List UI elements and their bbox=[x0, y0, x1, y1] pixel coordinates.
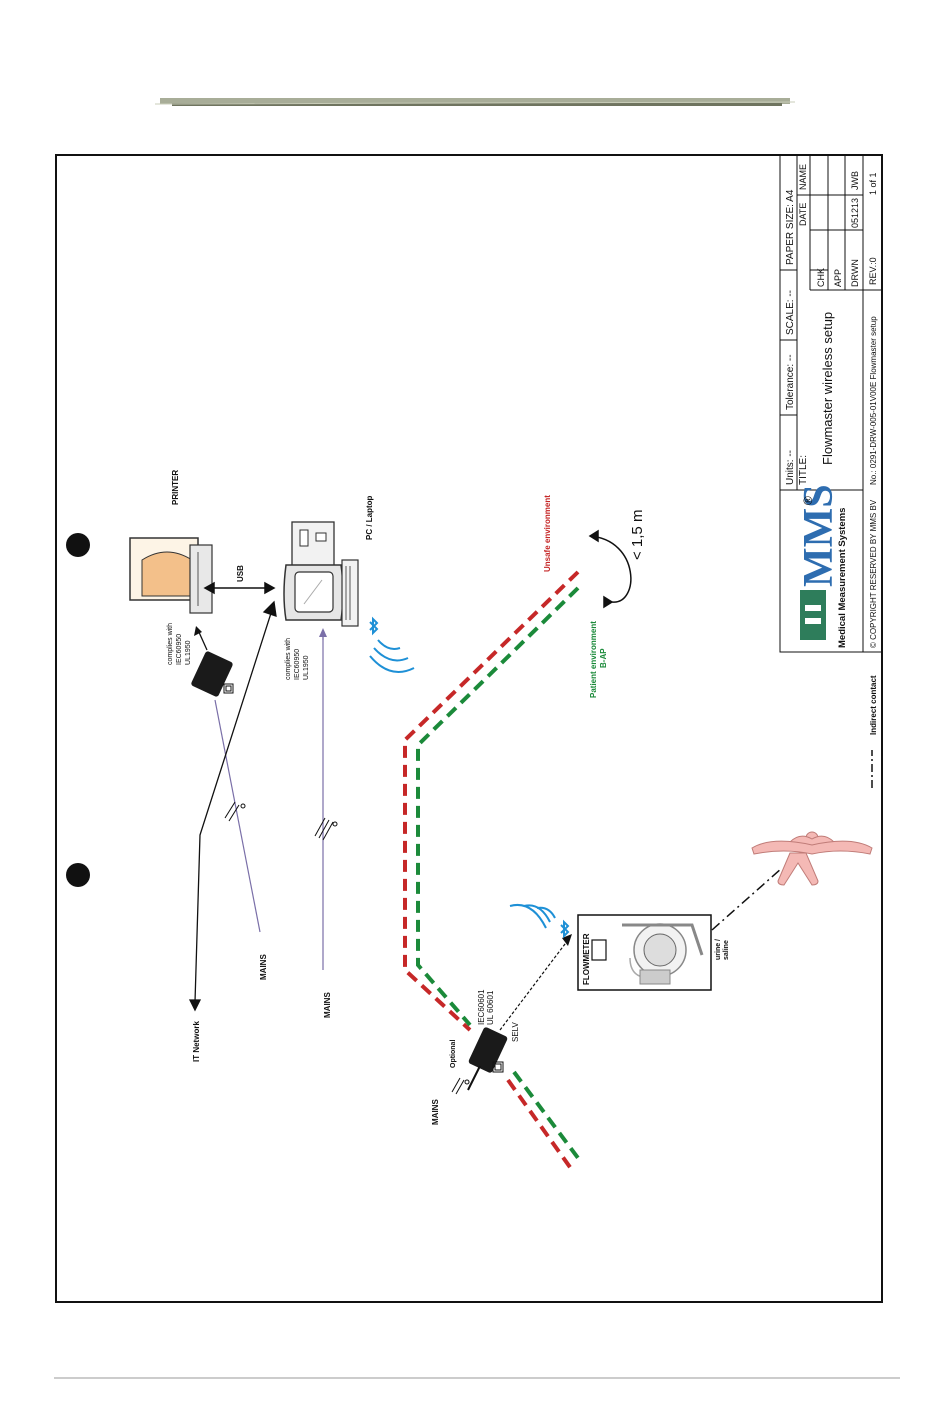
title-block bbox=[779, 154, 883, 653]
header-decoration bbox=[154, 98, 796, 106]
svg-text:B-AP: B-AP bbox=[599, 648, 608, 668]
svg-text:urine /: urine / bbox=[715, 939, 722, 960]
svg-text:UL1950: UL1950 bbox=[185, 640, 192, 665]
it-network-label: IT Network bbox=[192, 1021, 201, 1062]
drawing-title: Flowmaster wireless setup bbox=[820, 312, 835, 465]
chk-label: CHK bbox=[816, 268, 826, 287]
plug-symbol-3 bbox=[451, 1077, 470, 1095]
svg-text:IEC60950: IEC60950 bbox=[176, 634, 183, 665]
svg-text:Patient environment: Patient environment bbox=[589, 621, 598, 698]
mms-logo bbox=[800, 590, 826, 640]
patient-figure-icon bbox=[751, 831, 873, 886]
name-header: NAME bbox=[798, 164, 808, 190]
binder-hole-bottom bbox=[66, 863, 90, 887]
medical-power-adapter bbox=[467, 1027, 508, 1091]
optional-label: Optional bbox=[450, 1040, 457, 1068]
iec60601-label: IEC60601 UL 60601 bbox=[477, 989, 495, 1025]
flowmeter-bluetooth-icon bbox=[509, 904, 570, 939]
mains-label-printer: MAINS bbox=[259, 954, 268, 980]
mains-label-pc: MAINS bbox=[323, 992, 332, 1018]
app-label: APP bbox=[833, 269, 843, 287]
distance-label: < 1,5 m bbox=[629, 510, 646, 560]
svg-text:complies with: complies with bbox=[167, 623, 174, 665]
adapter-to-printer-arrow bbox=[197, 629, 208, 651]
title-label: TITLE: bbox=[798, 455, 809, 485]
drwn-name: JWB bbox=[850, 171, 860, 190]
date-header: DATE bbox=[798, 203, 808, 226]
company-name: Medical Measurement Systems bbox=[837, 508, 848, 648]
printer-compliance-label: complies with IEC60950 UL1950 bbox=[167, 623, 192, 665]
usb-label: USB bbox=[236, 565, 245, 582]
units-field: Units: -- bbox=[785, 450, 796, 485]
flowmeter-label: FLOWMETER bbox=[582, 933, 591, 985]
drwn-label: DRWN bbox=[850, 259, 860, 287]
printer-power-adapter bbox=[191, 651, 234, 697]
binder-hole-top bbox=[66, 533, 90, 557]
svg-text:saline: saline bbox=[723, 940, 730, 960]
patient-environment-label: Patient environment B-AP bbox=[589, 621, 608, 698]
pc-compliance-label: complies with IEC60950 UL1950 bbox=[285, 638, 310, 680]
distance-arrow bbox=[588, 529, 632, 609]
drawing-number: No.: 0291-DRW-005-01V00E Flowmaster setu… bbox=[869, 316, 878, 485]
selv-label: SELV bbox=[511, 1021, 520, 1042]
paper-size-field: PAPER SIZE: A4 bbox=[785, 189, 796, 265]
svg-text:UL1950: UL1950 bbox=[303, 655, 310, 680]
svg-text:IEC60601: IEC60601 bbox=[477, 989, 486, 1025]
indirect-contact-line bbox=[711, 867, 783, 931]
drwn-date: 051213 bbox=[850, 198, 860, 228]
mains-cables bbox=[214, 632, 324, 970]
selv-cable bbox=[499, 939, 569, 1031]
pc-bluetooth-icon bbox=[369, 616, 415, 673]
registered-mark: ® bbox=[801, 496, 815, 505]
unsafe-environment-label: Unsafe environment bbox=[543, 495, 552, 572]
revision: REV.:0 bbox=[868, 257, 878, 285]
indirect-contact-label: Indirect contact bbox=[869, 675, 878, 735]
pc-laptop-icon bbox=[283, 521, 359, 627]
mains-label-medical: MAINS bbox=[431, 1099, 440, 1125]
urine-saline-label: urine / saline bbox=[715, 939, 730, 960]
copyright-text: © COPYRIGHT RESERVED BY MMS BV bbox=[869, 499, 878, 648]
usb-link bbox=[203, 581, 276, 595]
printer-label: PRINTER bbox=[171, 470, 180, 505]
sheet-number: 1 of 1 bbox=[868, 172, 878, 195]
flowmeter-box bbox=[577, 914, 712, 991]
mms-logo-text: MMS bbox=[796, 484, 842, 587]
unsafe-environment-boundary bbox=[403, 570, 580, 1172]
network-cable bbox=[188, 600, 277, 1012]
plug-symbol-1 bbox=[224, 801, 246, 822]
tolerance-field: Tolerance: -- bbox=[785, 354, 796, 410]
scale-field: SCALE: -- bbox=[785, 290, 796, 335]
svg-text:UL 60601: UL 60601 bbox=[486, 990, 495, 1025]
printer-icon bbox=[129, 537, 213, 614]
svg-text:complies with: complies with bbox=[285, 638, 292, 680]
patient-environment-boundary bbox=[416, 586, 580, 1160]
svg-text:IEC60950: IEC60950 bbox=[294, 649, 301, 680]
plug-symbol-2 bbox=[314, 817, 338, 841]
drawing-frame bbox=[55, 154, 883, 1303]
pc-laptop-label: PC / Laptop bbox=[365, 495, 374, 540]
